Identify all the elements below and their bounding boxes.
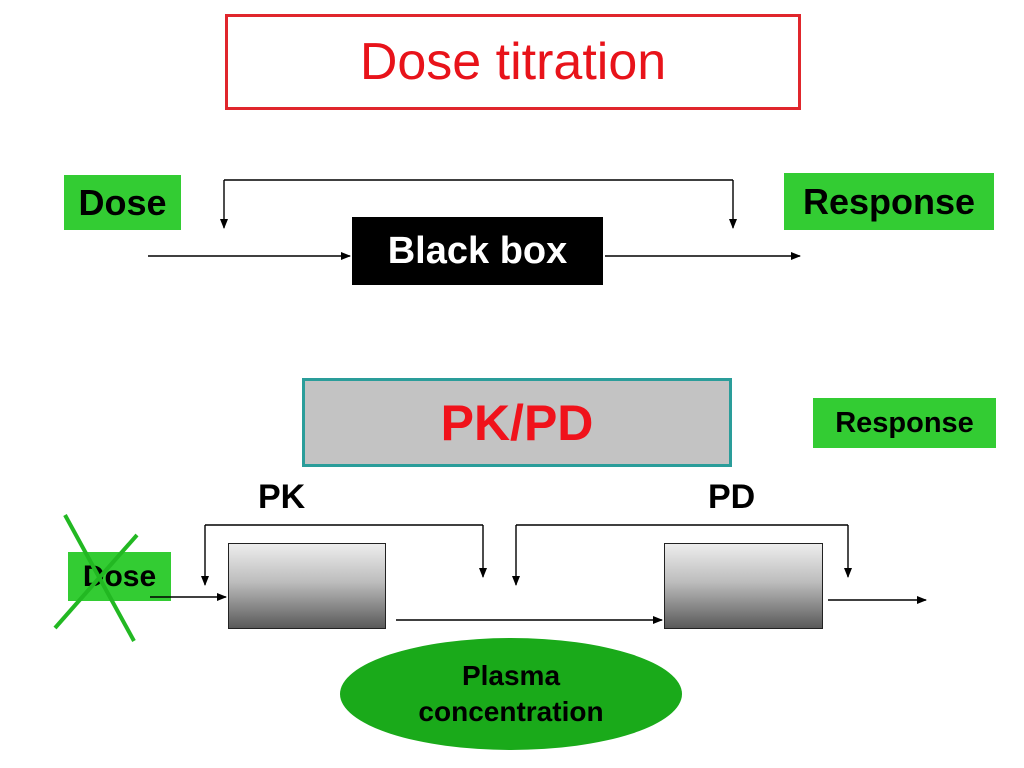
response-label-top: Response bbox=[784, 173, 994, 230]
title-text: Dose titration bbox=[359, 33, 667, 91]
page-title: Dose titration bbox=[225, 14, 801, 110]
pkpd-box: PK/PD bbox=[302, 378, 732, 467]
response-label-bottom: Response bbox=[813, 398, 996, 448]
pd-compartment-box bbox=[664, 543, 823, 629]
plasma-concentration-ellipse: Plasma concentration bbox=[340, 638, 682, 750]
pd-label: PD bbox=[708, 478, 756, 516]
pk-compartment-box bbox=[228, 543, 386, 629]
black-box: Black box bbox=[352, 217, 603, 285]
pk-label: PK bbox=[258, 478, 306, 516]
dose-label-top: Dose bbox=[64, 175, 181, 230]
cross-out-icon bbox=[53, 514, 139, 642]
